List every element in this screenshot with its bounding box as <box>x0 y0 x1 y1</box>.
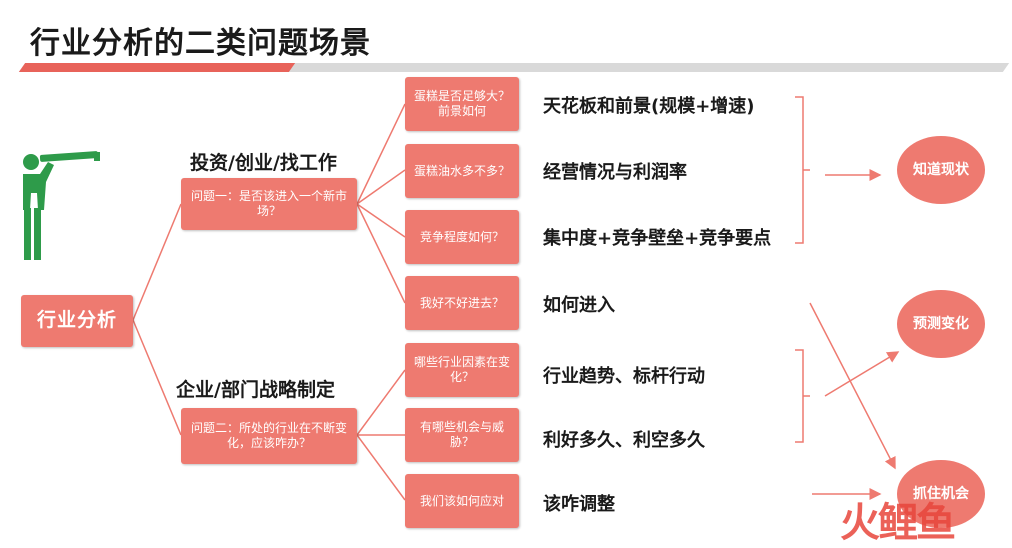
answer-text: 天花板和前景(规模+增速) <box>543 96 755 117</box>
answer-text: 集中度+竞争壁垒+竞争要点 <box>543 228 772 249</box>
question-box: 我们该如何应对 <box>405 474 519 528</box>
scenario-2-question: 问题二：所处的行业在不断变化，应该咋办？ <box>181 408 357 464</box>
outcome-know-status: 知道现状 <box>897 136 985 204</box>
outcome-predict-change: 预测变化 <box>897 290 985 358</box>
scenario-1-question: 问题一：是否该进入一个新市场？ <box>181 178 357 230</box>
question-box: 竞争程度如何？ <box>405 210 519 264</box>
answer-text: 行业趋势、标杆行动 <box>543 366 705 387</box>
answer-text: 该咋调整 <box>543 494 615 515</box>
telescope-person-icon <box>23 151 100 260</box>
question-box: 我好不好进去？ <box>405 276 519 330</box>
question-box: 蛋糕是否足够大？前景如何 <box>405 77 519 131</box>
question-box: 蛋糕油水多不多？ <box>405 144 519 198</box>
question-box: 有哪些机会与威胁？ <box>405 408 519 462</box>
scenario-1-label: 投资/创业/找工作 <box>190 152 337 174</box>
answer-text: 利好多久、利空多久 <box>543 430 705 451</box>
watermark-logo: 火鲤鱼 <box>840 500 956 546</box>
answer-text: 如何进入 <box>543 295 615 316</box>
answer-text: 经营情况与利润率 <box>543 162 687 183</box>
scenario-2-label: 企业/部门战略制定 <box>176 379 335 401</box>
outcome-seize-opportunity: 抓住机会 <box>897 460 985 528</box>
root-node: 行业分析 <box>21 295 133 347</box>
page-title: 行业分析的二类问题场景 <box>30 26 371 61</box>
question-box: 哪些行业因素在变化？ <box>405 343 519 397</box>
